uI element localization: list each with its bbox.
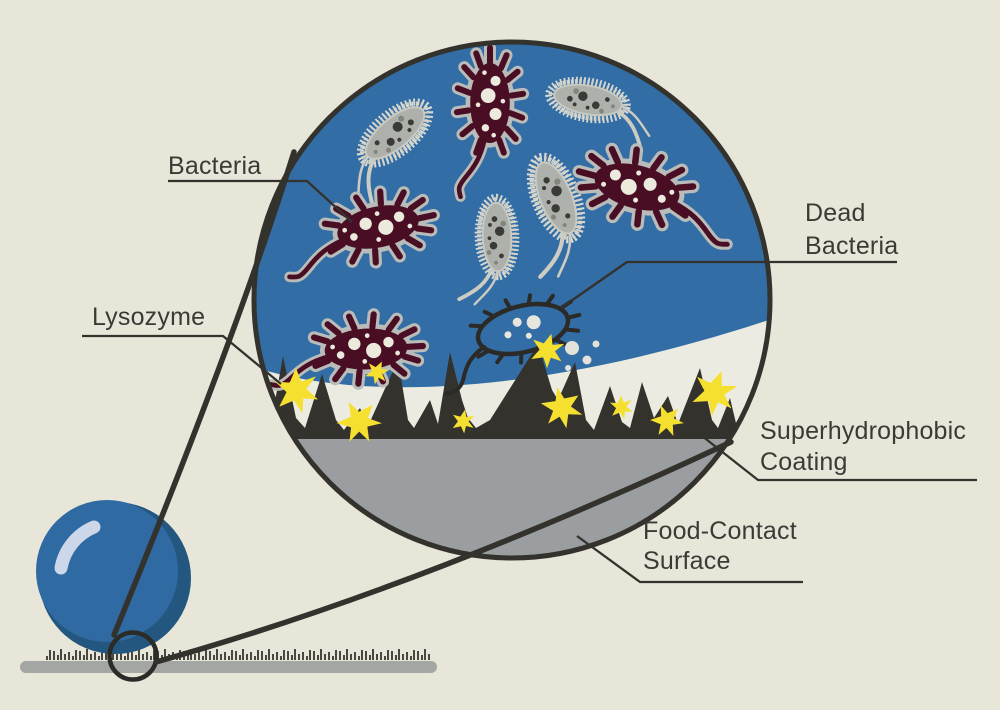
surface-bar	[20, 661, 437, 673]
leader-line-lysozyme	[82, 334, 282, 385]
leader-line-surface	[576, 535, 803, 584]
bacteria-label: Bacteria	[168, 152, 262, 180]
magnified-view	[251, 39, 773, 561]
surface-texture	[46, 649, 432, 661]
coating-label: Superhydrophobic Coating	[760, 417, 967, 476]
magnifier-source-circle	[107, 630, 159, 682]
dead-bacteria-label: Dead Bacteria	[805, 199, 899, 260]
cone-line-left	[111, 149, 297, 638]
overview-scene	[20, 500, 437, 673]
leader-line-bacteria	[168, 179, 353, 223]
magnified-view-border	[251, 39, 773, 561]
lysis-bubbles	[565, 340, 600, 371]
leader-line-dead-bacteria	[560, 260, 897, 309]
surface-label: Food-Contact Surface	[643, 517, 797, 575]
cone-line-right	[153, 439, 734, 665]
lysozyme-label: Lysozyme	[92, 303, 206, 331]
water-layer	[256, 44, 768, 388]
leader-line-coating	[696, 431, 977, 482]
